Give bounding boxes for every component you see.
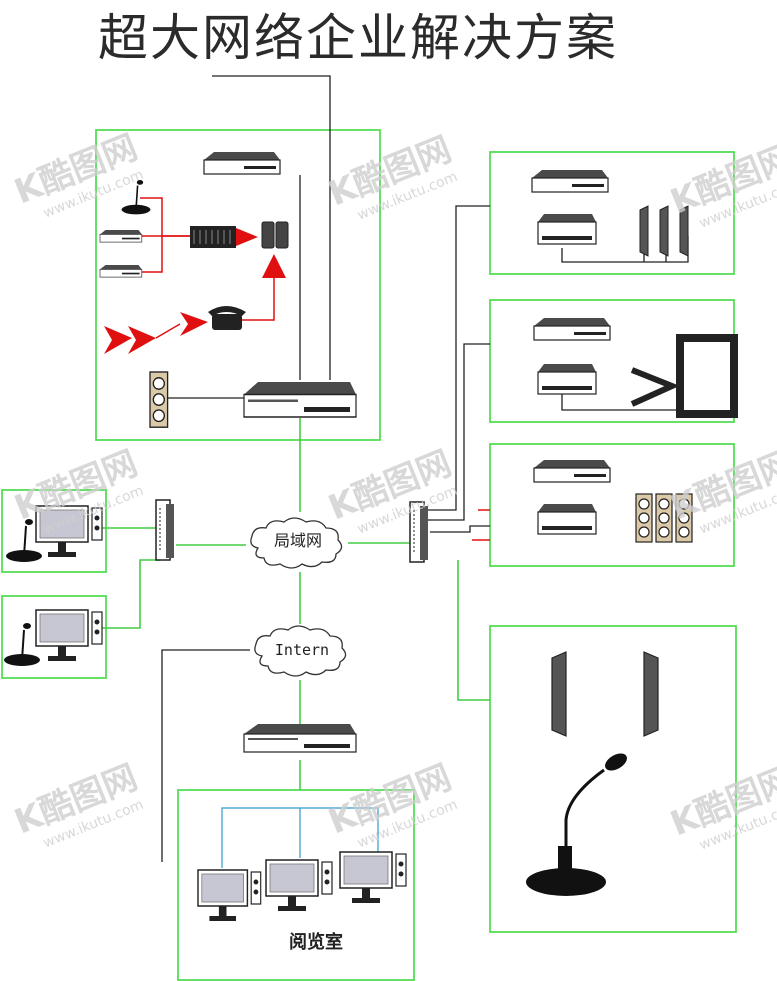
lan-cloud-label: 局域网 [274, 531, 322, 550]
internet-switch [243, 723, 357, 753]
main-room-frame [95, 129, 381, 441]
top-switch [203, 151, 281, 175]
link-hub-conference [457, 560, 490, 701]
client2-mic [3, 622, 41, 667]
codec-units [261, 221, 289, 249]
cable-b2-screen [561, 394, 684, 411]
branch3-switch [533, 459, 611, 483]
branch1-panels [639, 205, 689, 257]
signal-arrows-icon [104, 312, 208, 354]
client-frame-2 [1, 595, 107, 679]
dvd-player-2 [99, 264, 143, 278]
arrow-up-icon [262, 254, 286, 278]
internet-cloud-label: Intern [275, 641, 329, 659]
branch3-speaker-1 [635, 493, 653, 543]
dvd-player-1 [99, 229, 143, 243]
reading-pc-3 [339, 851, 407, 904]
conference-microphone [526, 753, 627, 896]
signal-lines [140, 197, 490, 541]
cable-internet-left [161, 649, 250, 862]
group-frames [1, 129, 737, 981]
speaker-column [149, 371, 169, 428]
core-switch [243, 381, 357, 418]
reading-room-label: 阅览室 [289, 931, 343, 953]
projection-screen [676, 334, 738, 418]
branch-frame-1 [489, 151, 735, 275]
client2-computer [35, 609, 103, 662]
reading-room-lan [221, 807, 379, 868]
conference-frame [489, 625, 737, 933]
branch2-box [537, 363, 597, 395]
telephone-icon [208, 306, 246, 330]
client-frame-1 [1, 489, 107, 573]
reading-pc-1 [197, 869, 262, 922]
audio-mixer [190, 226, 236, 248]
branch-frame-3 [489, 443, 735, 567]
branch1-switch [531, 169, 609, 193]
arrow-right-icon [236, 228, 258, 246]
left-hub [155, 499, 175, 561]
reading-pc-2 [265, 859, 333, 912]
cable-top-core [212, 75, 331, 380]
cable-hub-branch2 [428, 343, 490, 521]
page-title: 超大网络企业解决方案 [98, 9, 618, 67]
cable-hub-branch3 [430, 525, 490, 533]
network-links [98, 418, 490, 790]
cable-hub-branch1 [426, 205, 490, 511]
link-hub-client2 [98, 559, 160, 629]
branch2-switch [533, 317, 611, 341]
branch3-box [537, 503, 597, 535]
cable-lines [161, 75, 689, 862]
projector-beam [630, 367, 680, 407]
branch1-box [537, 213, 597, 245]
conference-speakers [551, 651, 659, 737]
reading-room-frame [177, 789, 415, 981]
